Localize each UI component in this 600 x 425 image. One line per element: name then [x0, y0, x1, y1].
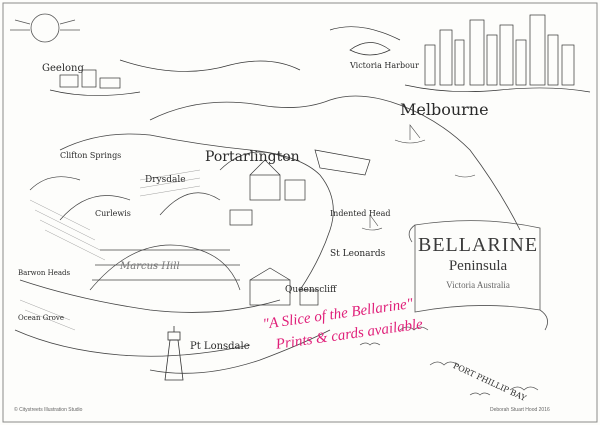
label-melbourne: Melbourne	[400, 100, 489, 119]
label-queenscliff: Queenscliff	[285, 285, 337, 295]
label-portarlington: Portarlington	[205, 149, 300, 165]
footer-copyright: © Citystreets Illustration Studio	[14, 407, 83, 413]
label-drysdale: Drysdale	[145, 175, 186, 185]
banner-region: Victoria Australia	[446, 280, 510, 290]
label-curlewis: Curlewis	[95, 209, 131, 218]
label-geelong: Geelong	[42, 63, 84, 74]
label-barwon-heads: Barwon Heads	[18, 269, 71, 277]
boats	[361, 124, 476, 231]
seagull-icons	[359, 326, 539, 396]
queenscliff-buildings	[249, 267, 319, 306]
farm-fields	[19, 169, 201, 331]
banner-subtitle: Peninsula	[448, 258, 508, 274]
label-ocean-grove: Ocean Grove	[18, 314, 64, 322]
label-marcus-hill: Marcus Hill	[120, 261, 180, 272]
label-victoria-harbour: Victoria Harbour	[350, 61, 419, 70]
label-st-leonards: St Leonards	[330, 249, 386, 259]
lighthouse-icon	[164, 326, 184, 381]
coastline	[14, 95, 521, 374]
melbourne-skyline	[329, 14, 591, 93]
title-banner	[408, 220, 548, 331]
hills	[29, 151, 291, 291]
banner-title: BELLARINE	[418, 234, 539, 256]
sun-icon	[10, 13, 80, 43]
geelong-buildings	[49, 59, 301, 96]
footer-artist: Deborah Stuart Hood 2016	[490, 407, 550, 413]
label-indented-head: Indented Head	[330, 209, 391, 218]
label-pt-lonsdale: Pt Lonsdale	[190, 341, 250, 352]
label-clifton-springs: Clifton Springs	[60, 151, 122, 160]
portarlington-buildings	[229, 149, 371, 226]
